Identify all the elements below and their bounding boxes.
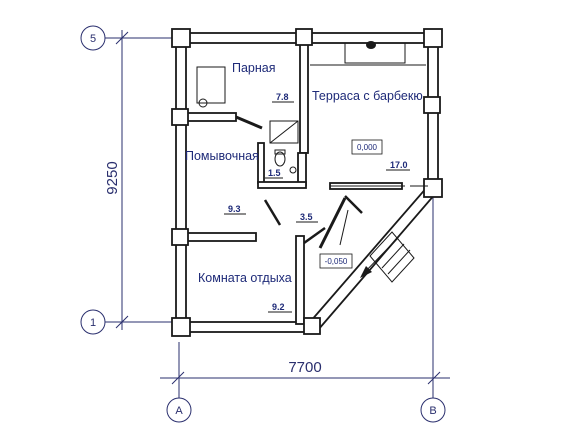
- room-area-hall: 3.5: [300, 212, 313, 222]
- room-area-washroom: 9.3: [228, 204, 241, 214]
- axis-marker-a: A: [166, 397, 192, 423]
- level-mark-terrace: 0,000: [351, 139, 383, 155]
- svg-text:5: 5: [90, 33, 96, 45]
- dimension-lines: [102, 30, 450, 398]
- axis-marker-5: 5: [80, 25, 106, 51]
- shower-tray: [269, 120, 299, 144]
- level-mark-entrance: -0,050: [319, 253, 353, 269]
- walls: [171, 28, 443, 337]
- svg-text:-0,050: -0,050: [325, 257, 348, 266]
- room-name-steam-room: Парная: [232, 61, 276, 75]
- axis-marker-b: B: [420, 397, 446, 423]
- room-name-terrace: Терраса с барбекю: [312, 89, 423, 103]
- bbq-grill: [310, 41, 426, 66]
- door-swings: [263, 185, 428, 249]
- stove: [196, 66, 226, 108]
- axis-marker-1: 1: [80, 309, 106, 335]
- dimension-height: 9250: [104, 161, 121, 194]
- room-area-rest-room: 9.2: [272, 302, 285, 312]
- room-name-washroom: Помывочная: [185, 149, 259, 163]
- room-area-wc: 1.5: [268, 168, 281, 178]
- room-area-terrace: 17.0: [390, 160, 408, 170]
- room-area-steam-room: 7.8: [276, 92, 289, 102]
- room-name-rest-room: Комната отдыха: [198, 271, 292, 285]
- dimension-width: 7700: [288, 359, 321, 376]
- svg-text:B: B: [429, 405, 436, 417]
- toilet: [274, 149, 297, 174]
- entrance-stairs: [360, 231, 415, 283]
- svg-text:1: 1: [90, 317, 96, 329]
- svg-text:0,000: 0,000: [357, 143, 378, 152]
- svg-text:A: A: [175, 405, 183, 417]
